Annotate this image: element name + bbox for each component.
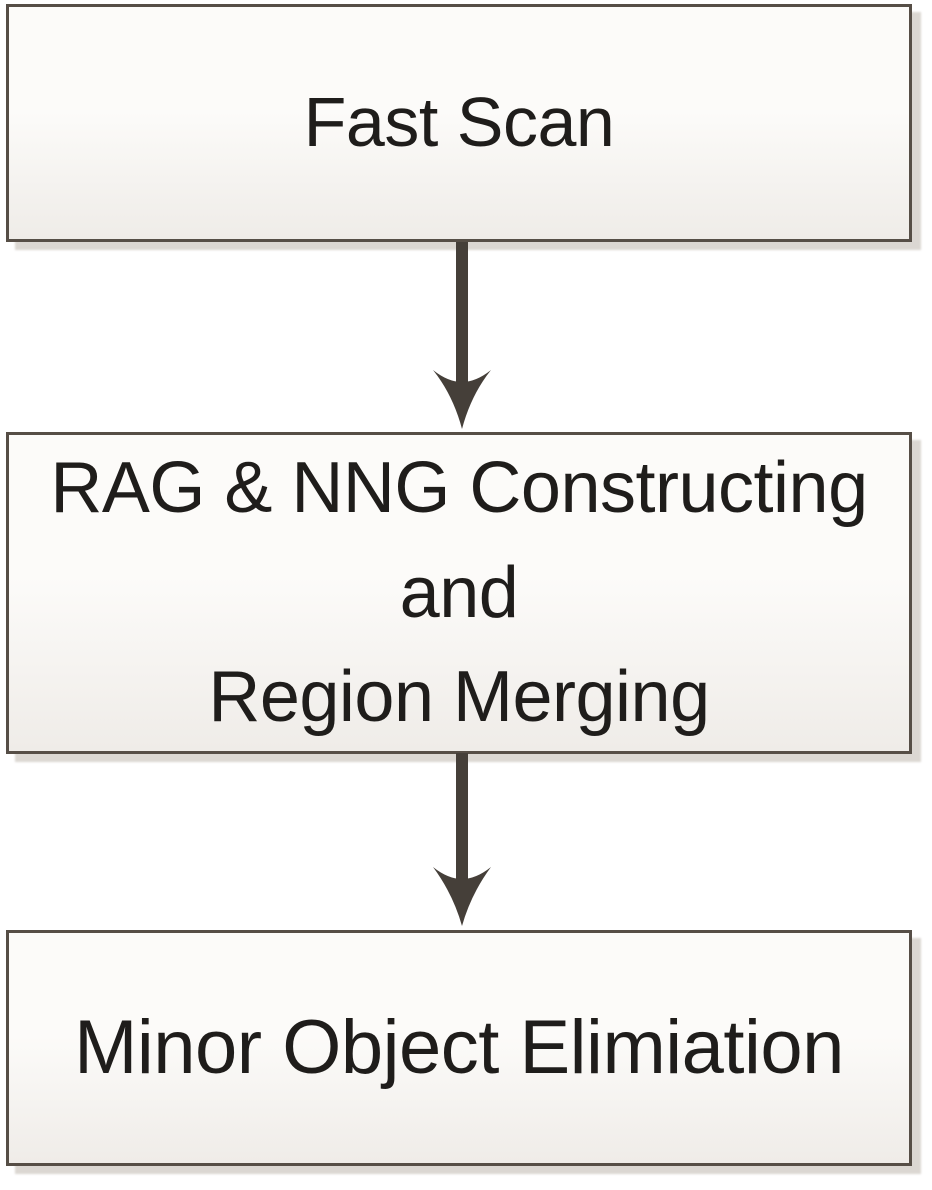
node-minor-object-elimination: Minor Object Elimiation (6, 930, 912, 1166)
node-fast-scan-label: Fast Scan (303, 83, 615, 162)
arrow-down-icon (433, 242, 491, 429)
node-minor-object-elimination-label: Minor Object Elimiation (74, 1004, 844, 1090)
node-rag-nng-constructing-region-merging-label: RAG & NNG Constructing and Region Mergin… (50, 448, 868, 738)
arrow-down-icon (433, 753, 491, 926)
down-arrow-connector-2 (433, 753, 491, 926)
down-arrow-connector-1 (433, 242, 491, 429)
node-fast-scan: Fast Scan (6, 4, 912, 242)
node-rag-nng-constructing-region-merging: RAG & NNG Constructing and Region Mergin… (6, 432, 912, 754)
